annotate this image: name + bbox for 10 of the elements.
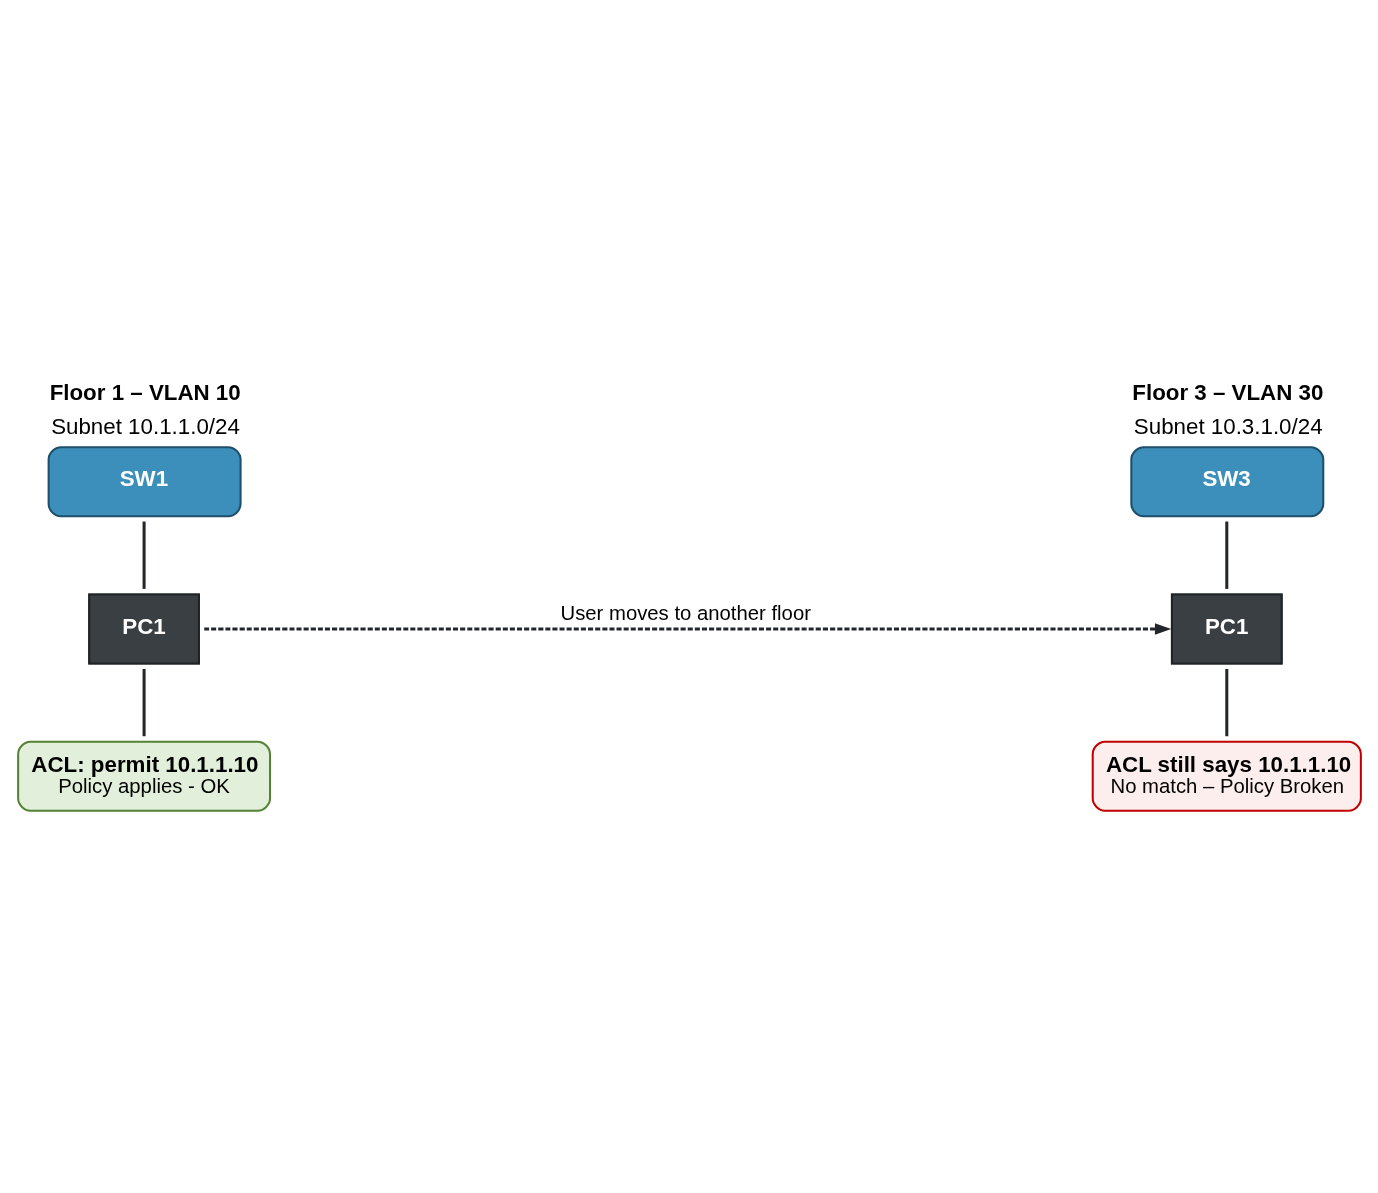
node-label: Floor 1 – VLAN 10	[49, 380, 241, 406]
connector	[1224, 521, 1228, 589]
node-label: Subnet 10.1.1.0/24	[50, 413, 240, 439]
node-label: Subnet 10.3.1.0/24	[1133, 413, 1323, 439]
connector	[142, 668, 146, 737]
edge-label: User moves to another floor	[560, 601, 811, 624]
connector	[142, 521, 146, 589]
arrow	[203, 623, 1171, 635]
node-label: Floor 3 – VLAN 30	[1131, 380, 1323, 406]
connector	[1224, 668, 1228, 737]
